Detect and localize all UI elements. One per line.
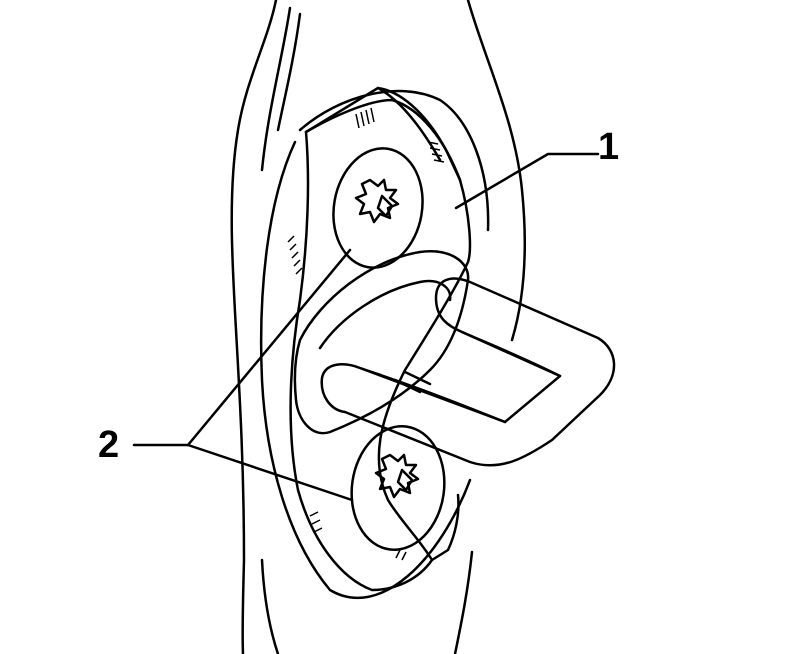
leader-line-1 [454,152,600,210]
recess-outline [259,140,472,600]
pillar-contour-bottom-left [260,558,280,654]
plate-bottom-edge [430,493,460,562]
plate-top-edge-inner [376,86,442,162]
upper-screw-head [332,147,424,269]
pillar-contour-right [466,0,527,342]
leader-line-2-lower [186,443,354,502]
lower-screw-head [350,425,446,551]
striker-loop-inner-top [460,330,562,378]
leader-line-2-upper [186,248,352,447]
striker-loop-shadow [393,370,432,394]
upper-torx-recess [354,178,400,224]
lower-torx-inner [396,468,414,492]
callout-label-1: 1 [598,126,620,168]
pillar-contour-outer [230,0,278,654]
upper-torx-inner [376,194,394,218]
hatching-marks [287,107,445,561]
lower-torx-recess [374,453,420,499]
boss-inner [318,279,452,350]
pillar-contour-inner-2 [276,12,302,132]
pillar-contour-inner [260,6,292,172]
plate-front-face [289,98,472,592]
callout-label-2: 2 [98,424,120,466]
boss-outline [293,250,470,435]
striker-loop-inner-bottom [358,366,507,424]
pillar-contour-bottom-right [453,550,474,654]
recess-outline-top [298,89,490,232]
striker-loop-outer [320,277,616,467]
